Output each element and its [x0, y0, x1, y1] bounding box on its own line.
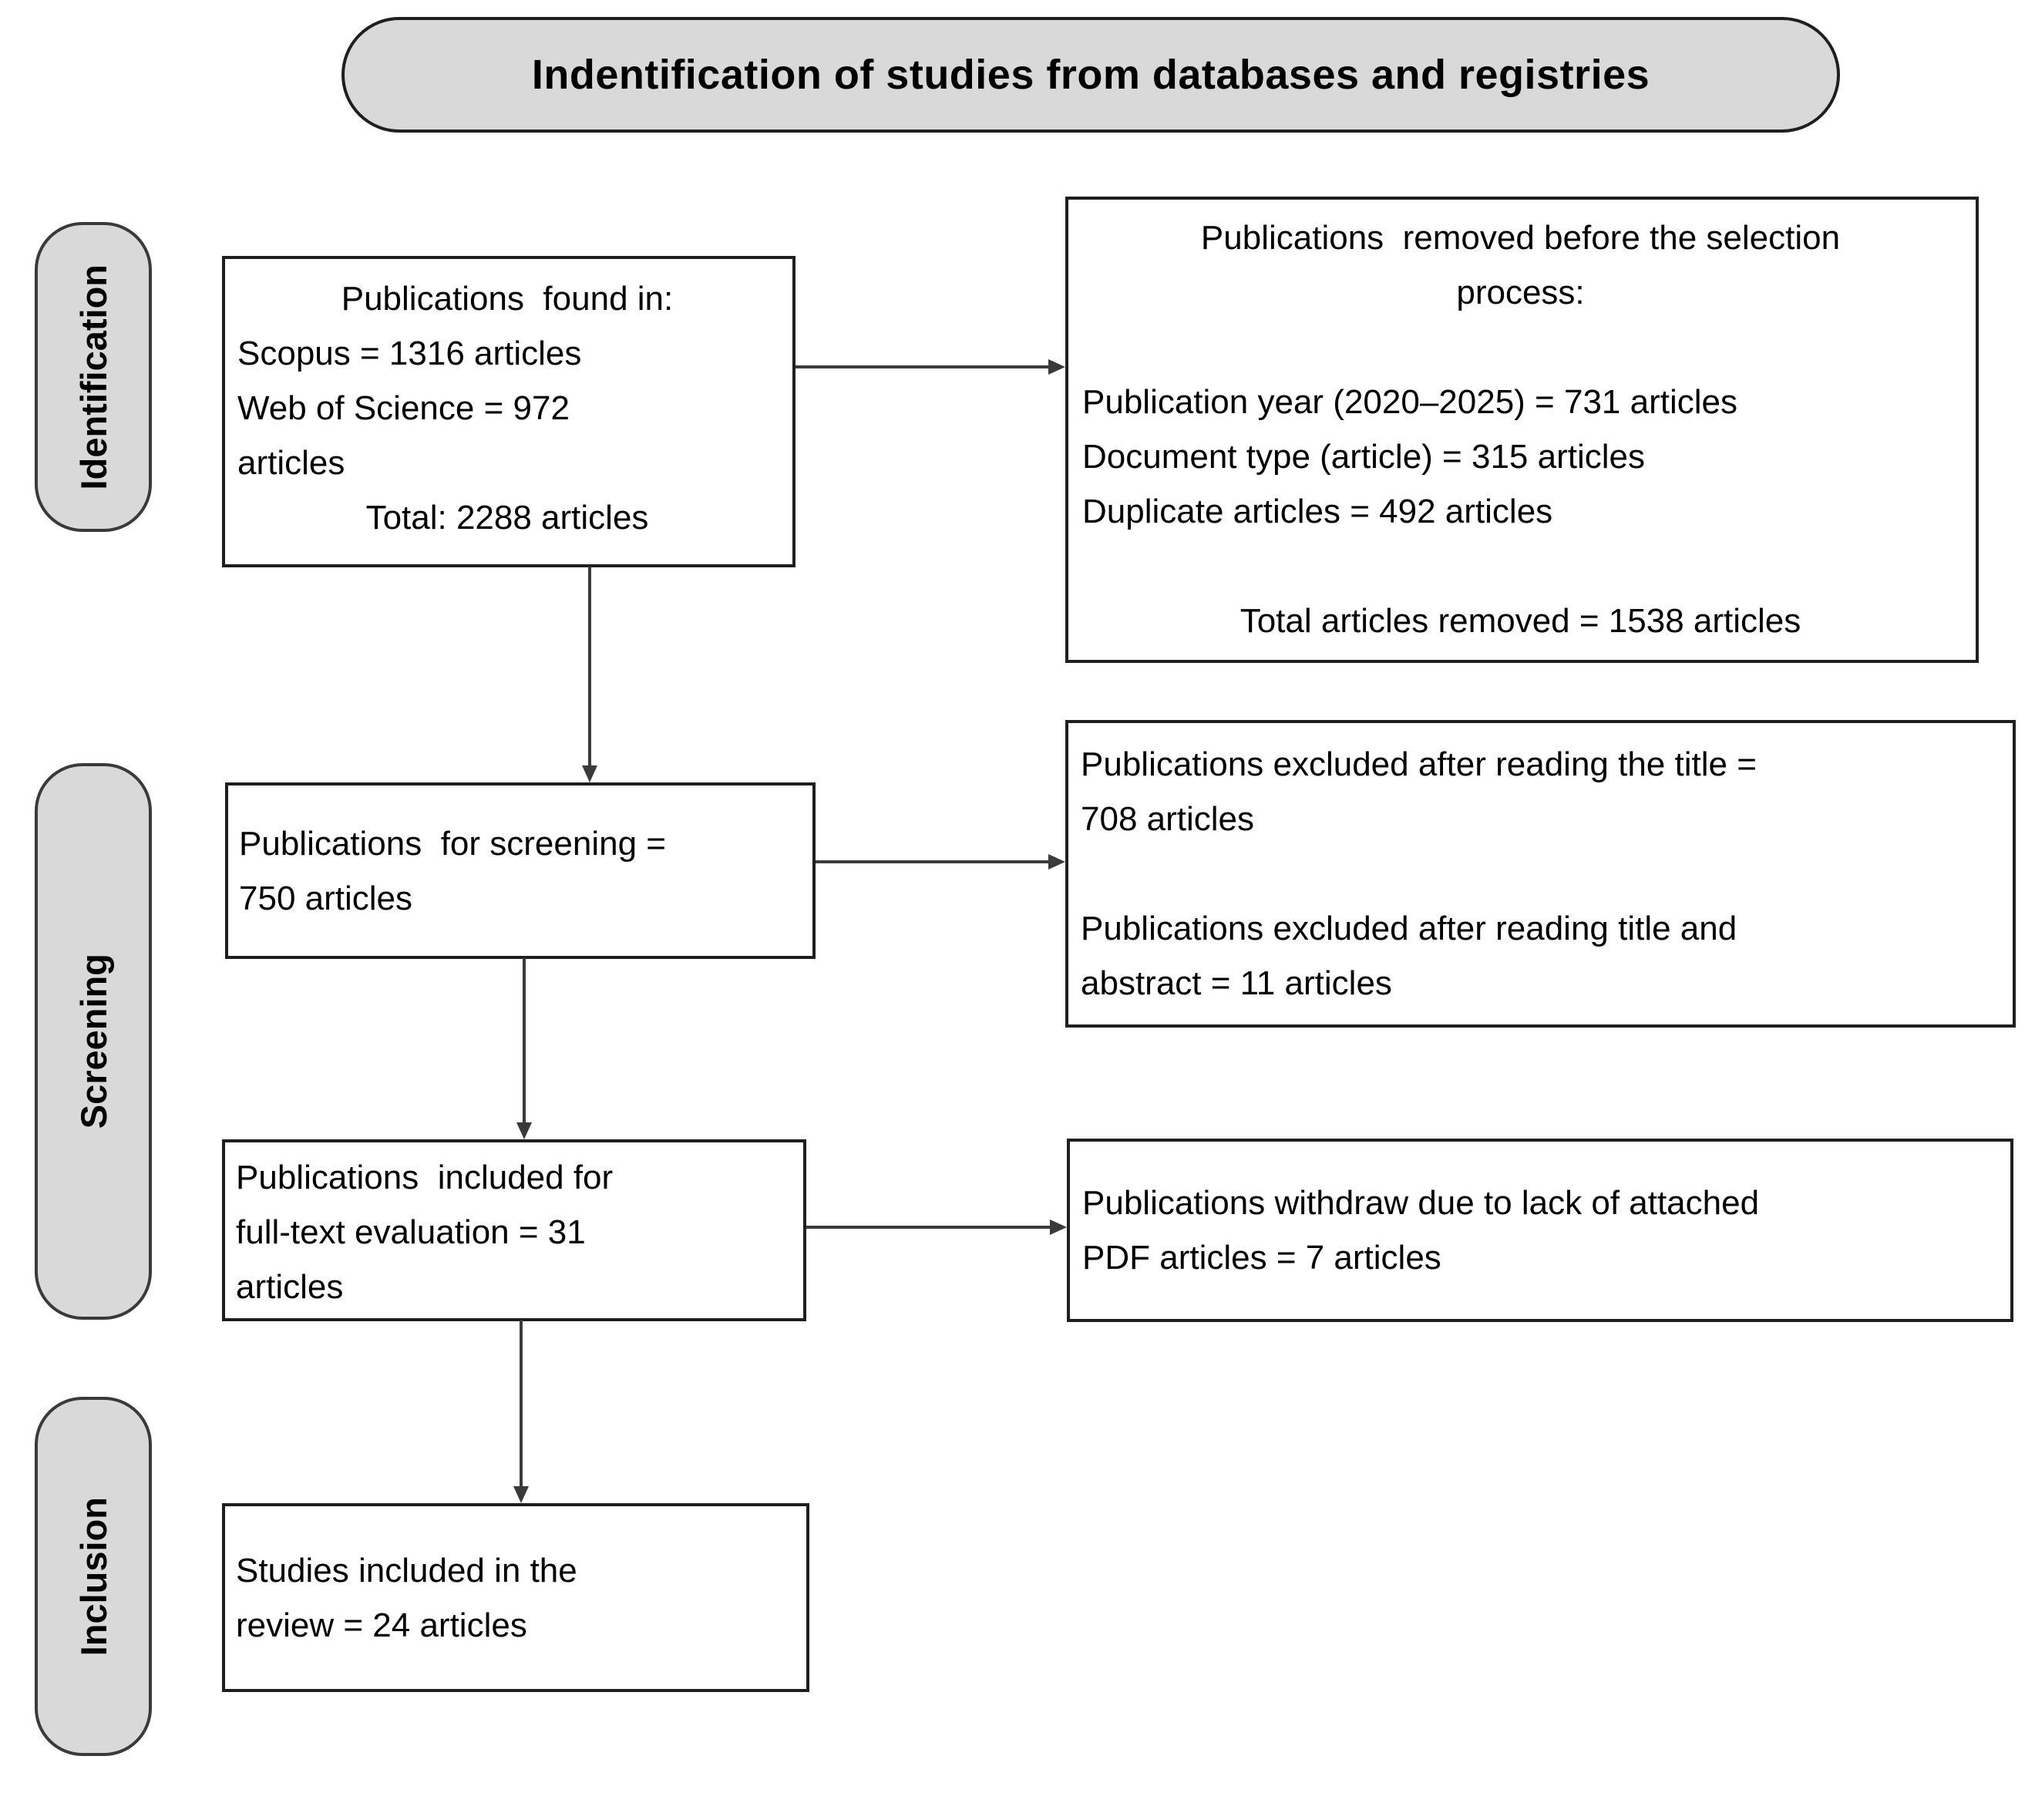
- stage-label-screening: Screening: [35, 763, 152, 1320]
- box-line: [1082, 539, 1959, 594]
- flow-box-publications-withdrawn: Publications withdraw due to lack of att…: [1067, 1139, 2013, 1322]
- box-line: PDF articles = 7 articles: [1082, 1239, 1441, 1277]
- box-line: Publications found in:: [341, 280, 674, 318]
- box-line: Publications removed before the selectio…: [1200, 219, 1841, 257]
- box-line: abstract = 11 articles: [1081, 964, 1392, 1002]
- box-line: Publications excluded after reading the …: [1081, 745, 1757, 783]
- box-line: Document type (article) = 315 articles: [1082, 438, 1645, 476]
- arrow-screening-to-excluded: [816, 854, 1065, 870]
- arrow-found-to-removed: [796, 359, 1065, 375]
- arrow-fulltext-to-included: [513, 1320, 529, 1503]
- box-line: [1082, 320, 1959, 375]
- arrow-fulltext-to-withdrawn: [806, 1220, 1067, 1235]
- box-line: articles: [237, 444, 345, 482]
- stage-label-identification: Identification: [35, 222, 152, 532]
- stage-label-inclusion: Inclusion: [35, 1397, 152, 1756]
- box-line: [1081, 846, 1997, 901]
- title-banner: Indentification of studies from database…: [341, 17, 1840, 133]
- box-line: Scopus = 1316 articles: [237, 335, 582, 372]
- box-line: full-text evaluation = 31: [236, 1213, 586, 1251]
- stage-label-screening-text: Screening: [72, 954, 114, 1129]
- arrow-found-to-screening: [582, 567, 597, 782]
- box-line: Studies included in the: [236, 1551, 577, 1590]
- stage-label-identification-text: Identification: [72, 264, 114, 490]
- box-line: articles: [236, 1268, 344, 1306]
- box-line: Web of Science = 972: [237, 389, 570, 427]
- box-line: review = 24 articles: [236, 1606, 527, 1644]
- flow-box-publications-excluded: Publications excluded after reading the …: [1065, 720, 2016, 1028]
- diagram-title: Indentification of studies from database…: [531, 52, 1650, 98]
- flow-box-publications-found: Publications found in: Scopus = 1316 art…: [222, 256, 796, 567]
- box-line: Total: 2288 articles: [365, 499, 649, 537]
- box-line: Total articles removed = 1538 articles: [1240, 602, 1801, 640]
- box-line: 708 articles: [1081, 800, 1255, 838]
- box-line: Publications withdraw due to lack of att…: [1082, 1184, 1760, 1222]
- box-line: Publications excluded after reading titl…: [1081, 910, 1737, 947]
- box-line: Publication year (2020–2025) = 731 artic…: [1082, 383, 1737, 421]
- box-line: Duplicate articles = 492 articles: [1082, 493, 1553, 530]
- box-line: Publications for screening =: [239, 824, 666, 863]
- arrow-screening-to-fulltext: [516, 958, 532, 1139]
- box-line: process:: [1456, 274, 1585, 311]
- flow-box-studies-included: Studies included in the review = 24 arti…: [222, 1503, 809, 1692]
- flow-box-publications-removed: Publications removed before the selectio…: [1065, 197, 1979, 663]
- box-line: Publications included for: [236, 1159, 614, 1196]
- flow-box-fulltext-evaluation: Publications included for full-text eval…: [222, 1139, 806, 1321]
- box-line: 750 articles: [239, 879, 413, 917]
- stage-label-inclusion-text: Inclusion: [72, 1496, 114, 1657]
- flow-box-publications-for-screening: Publications for screening = 750 article…: [225, 782, 816, 959]
